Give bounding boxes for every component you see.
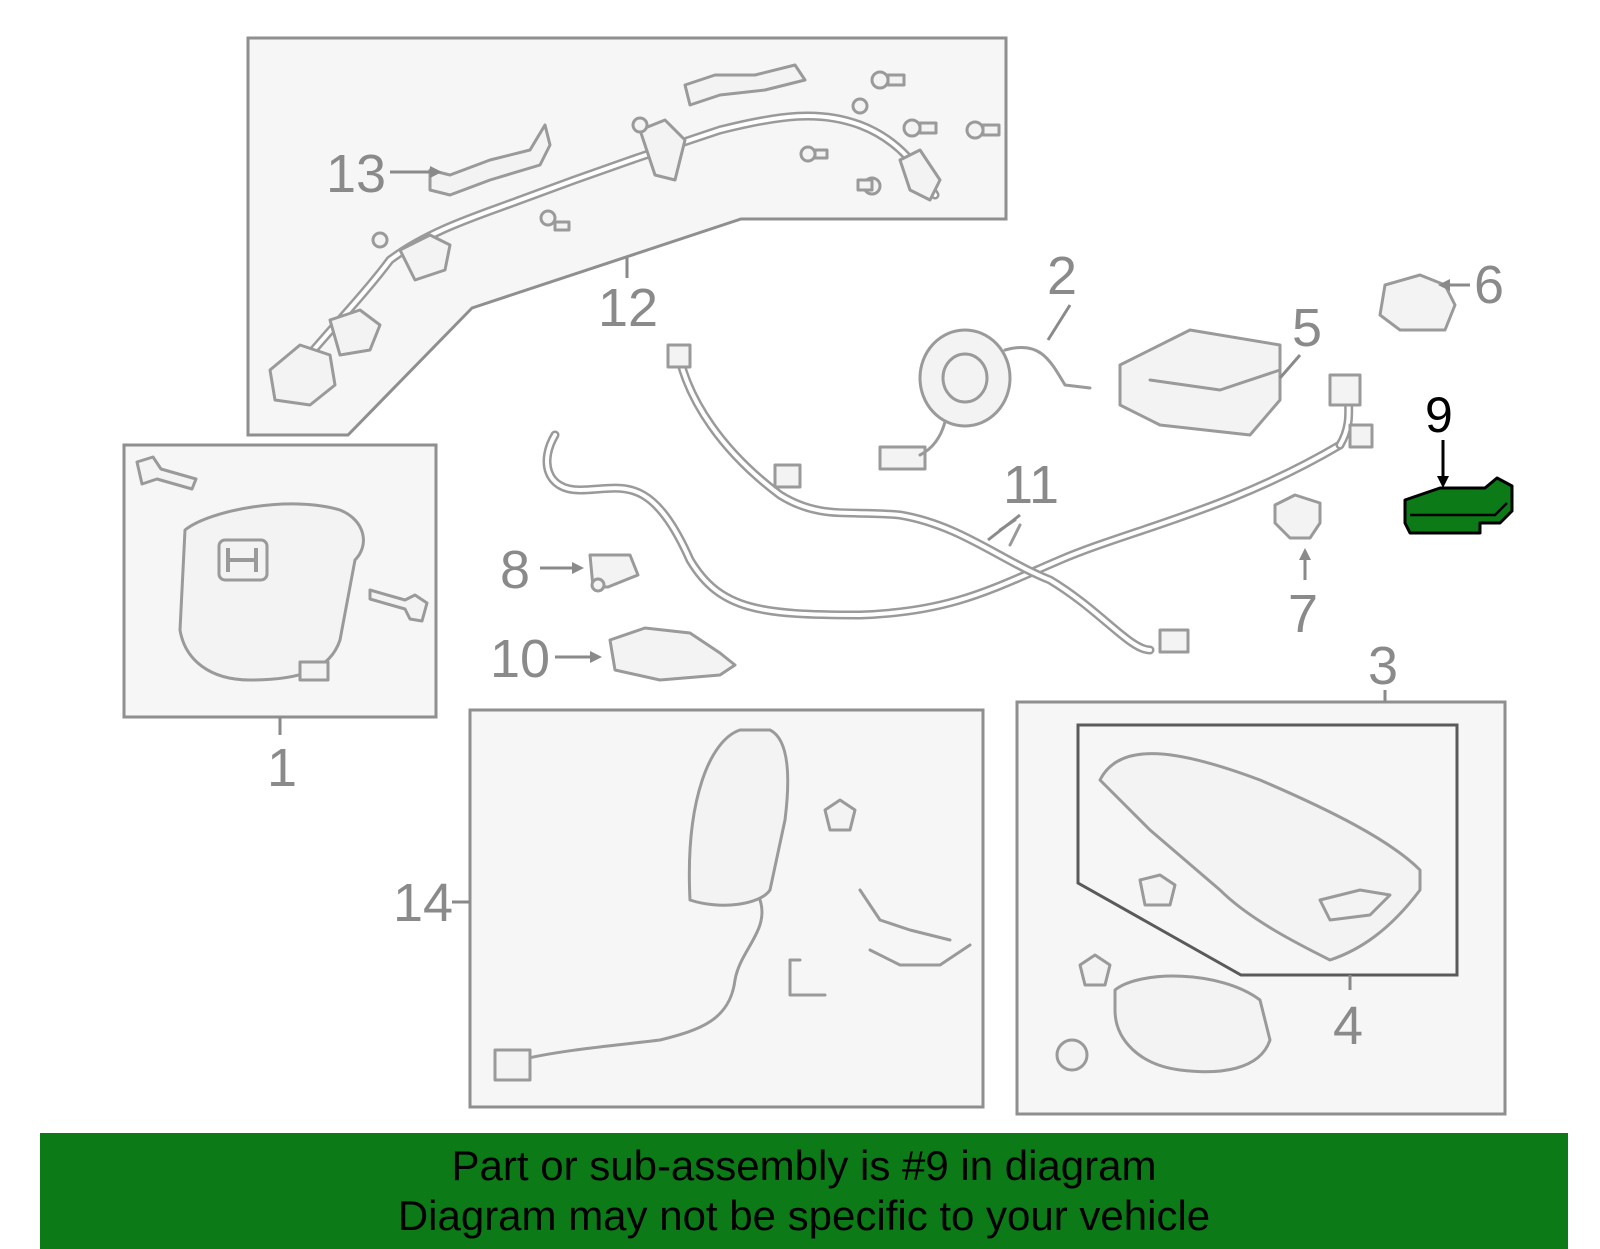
callout-3: 3 <box>1368 636 1398 696</box>
sensor-7-part <box>1273 493 1322 580</box>
callout-14: 14 <box>393 873 453 933</box>
wire-harness-part <box>542 343 1374 655</box>
curtain-airbag-group <box>246 36 1008 437</box>
honda-logo-icon <box>217 538 269 582</box>
passenger-airbag-group <box>1015 690 1507 1116</box>
clock-spring-part <box>878 304 1092 471</box>
sensor-6-part <box>1378 273 1470 332</box>
srs-unit-part <box>1118 328 1302 437</box>
banner-line-2: Diagram may not be specific to your vehi… <box>397 1192 1211 1239</box>
callout-2: 2 <box>1047 246 1077 306</box>
banner-line-1: Part or sub-assembly is #9 in diagram <box>451 1142 1157 1189</box>
side-airbag-group <box>452 708 985 1109</box>
callout-6: 6 <box>1474 255 1504 315</box>
callout-4: 4 <box>1333 996 1363 1056</box>
part-info-banner: Part or sub-assembly is #9 in diagram Di… <box>40 1133 1568 1249</box>
callout-12: 12 <box>598 278 658 338</box>
callout-5: 5 <box>1292 298 1322 358</box>
callout-11: 11 <box>1003 455 1059 515</box>
sensor-8-part <box>540 553 640 593</box>
callout-9: 9 <box>1425 387 1453 443</box>
bracket-10-part <box>555 626 737 682</box>
callout-10: 10 <box>490 629 550 689</box>
callout-1: 1 <box>267 738 297 798</box>
callout-8: 8 <box>500 540 530 600</box>
highlighted-part-9 <box>1403 440 1514 535</box>
driver-airbag-group <box>122 443 438 735</box>
callout-7: 7 <box>1288 584 1318 644</box>
callout-13: 13 <box>326 144 386 204</box>
